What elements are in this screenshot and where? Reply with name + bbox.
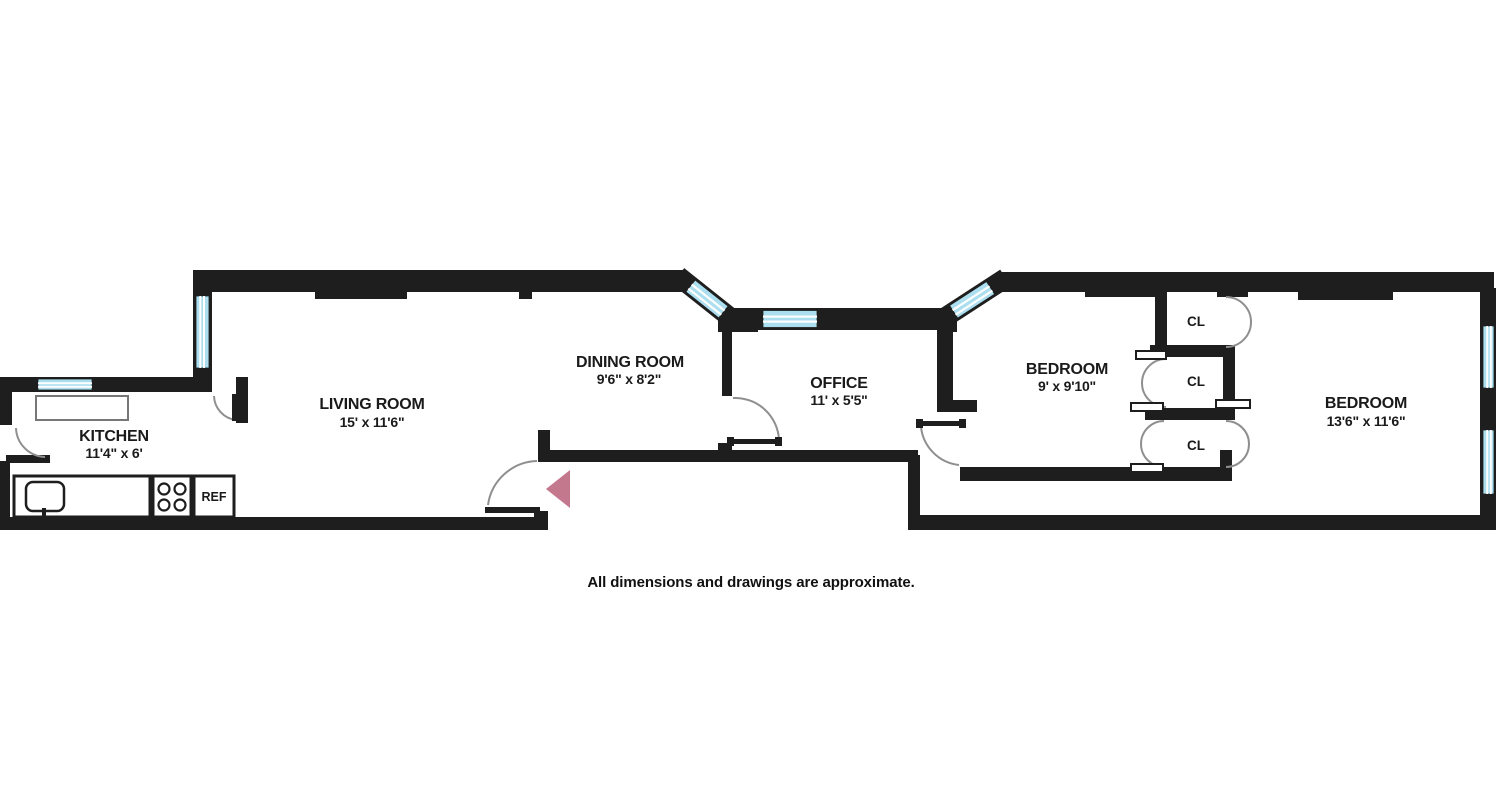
living-room-label: LIVING ROOM <box>319 396 424 413</box>
refrigerator-label: REF <box>202 490 227 504</box>
wall-corridor-south <box>540 450 918 462</box>
kitchen-upper-counter <box>35 395 129 421</box>
wall-bottom-left <box>0 517 548 530</box>
bedroom2-window-upper-icon <box>1482 325 1495 389</box>
bedroom1-door-leaf <box>919 421 964 426</box>
wall-bedroom1-south <box>960 467 1232 481</box>
wall-office-top <box>725 308 953 330</box>
bedroom1-dims: 9' x 9'10" <box>1038 378 1096 394</box>
closet2-leaf-top <box>1135 350 1167 360</box>
living-room-dims: 15' x 11'6" <box>340 414 405 430</box>
wall-closet1-bottom <box>1150 345 1235 357</box>
closet3-bifold-door-left <box>1140 420 1165 468</box>
bedroom2-window-lower-icon <box>1482 429 1495 495</box>
disclaimer-text: All dimensions and drawings are approxim… <box>587 574 914 591</box>
office-window-icon <box>762 310 818 328</box>
kitchen-fixtures: REF <box>12 395 236 519</box>
closet2-leaf-bottom <box>1130 402 1164 412</box>
wall-kitchen-left-lower <box>0 461 10 521</box>
wall-closet3-right-stub <box>1220 450 1232 472</box>
office-door-arc <box>732 396 780 441</box>
wall-living-top-notch <box>315 292 407 299</box>
wall-kitchen-door-stub <box>236 377 248 423</box>
wall-closet2-bottom <box>1145 408 1235 420</box>
kitchen-side-door-arc <box>15 427 46 458</box>
wall-bedrooms-top <box>1002 272 1494 292</box>
wall-kitchen-top <box>0 377 212 392</box>
wall-bottom-right <box>908 515 1496 530</box>
kitchen-window-icon <box>37 378 93 391</box>
wall-kitchen-door-jamb <box>6 455 50 463</box>
closet1-bifold-door <box>1225 296 1252 348</box>
refrigerator-icon: REF <box>192 474 236 519</box>
closet2-label: CL <box>1187 374 1205 389</box>
kitchen-label: KITCHEN <box>79 428 149 445</box>
wall-kitchen-left-upper <box>0 377 12 425</box>
wall-living-top <box>193 270 683 292</box>
wall-bedroom2-top-notch <box>1298 292 1393 300</box>
kitchen-dims: 11'4" x 6' <box>85 445 142 461</box>
bedroom2-label: BEDROOM <box>1325 395 1407 412</box>
closet3-leaf-top-right <box>1215 399 1251 409</box>
bedroom2-dims: 13'6" x 11'6" <box>1327 413 1406 429</box>
closet3-label: CL <box>1187 438 1205 453</box>
diagonal-wall-nw <box>671 268 744 332</box>
wall-closet1-left <box>1155 287 1167 357</box>
bedroom1-door-arc <box>920 426 960 466</box>
kitchen-living-door-leaf <box>232 394 236 421</box>
stove-icon <box>151 474 193 519</box>
dining-room-dims: 9'6" x 8'2" <box>597 371 661 387</box>
closet3-bifold-door-right <box>1225 420 1250 468</box>
bedroom1-label: BEDROOM <box>1026 361 1108 378</box>
closet2-bifold-door <box>1141 358 1167 408</box>
diagonal-wall-ne <box>933 269 1012 330</box>
closet3-leaf-bottom-left <box>1130 463 1164 473</box>
dining-room-label: DINING ROOM <box>576 354 684 371</box>
office-label: OFFICE <box>810 375 868 392</box>
entrance-arrow-icon <box>546 470 570 508</box>
wall-dining-office-divider <box>722 328 732 396</box>
windows <box>37 295 1495 495</box>
wall-office-bedroom-divider <box>937 322 953 410</box>
wall-closet1-top-stub <box>1217 287 1248 297</box>
living-room-window-icon <box>195 295 210 369</box>
office-dims: 11' x 5'5" <box>810 392 867 408</box>
room-labels: KITCHEN 11'4" x 6' LIVING ROOM 15' x 11'… <box>79 314 1407 461</box>
wall-step-above-closet <box>1085 292 1167 297</box>
sink-icon <box>24 480 66 517</box>
wall-office-door-notch <box>718 443 732 451</box>
wall-living-top-tick <box>519 292 532 299</box>
entrance-door-arc <box>487 460 538 506</box>
closet1-label: CL <box>1187 314 1205 329</box>
office-door-leaf <box>730 439 780 444</box>
entrance-door-leaf <box>485 507 540 513</box>
wall-entrance-end-cap <box>534 511 548 530</box>
wall-divider-jut <box>937 400 977 412</box>
doors <box>15 296 1252 513</box>
wall-corridor-west <box>908 455 920 520</box>
